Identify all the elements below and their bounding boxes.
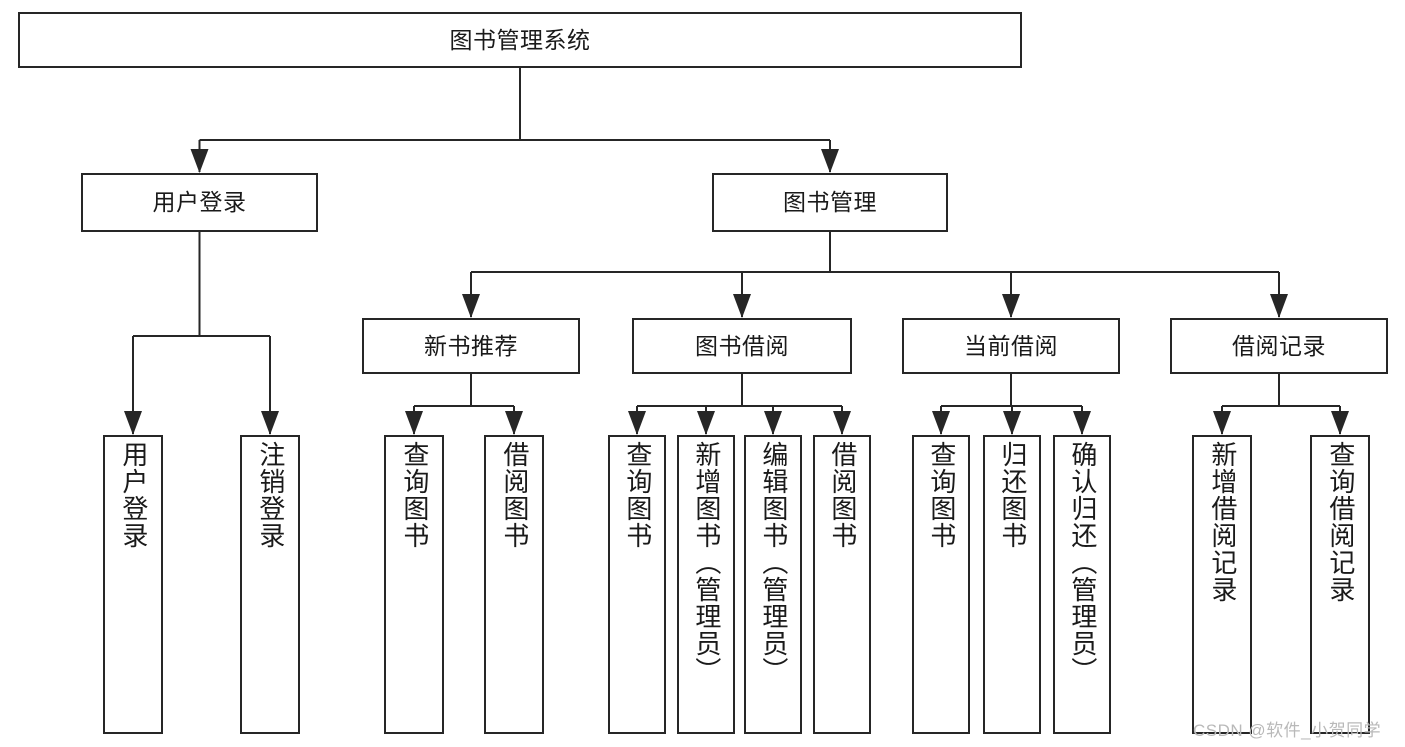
edge-arrowhead	[190, 149, 209, 173]
edge-arrowhead	[821, 149, 839, 173]
node-label: 图书借阅	[695, 332, 789, 359]
node-leaf-rec-search[interactable]: 查询借阅记录	[1310, 435, 1370, 734]
node-label: 查询借阅记录	[1325, 441, 1356, 603]
node-current-borrow[interactable]: 当前借阅	[902, 318, 1120, 374]
node-label: 借阅记录	[1232, 332, 1326, 359]
edge-arrowhead	[1073, 411, 1091, 435]
node-leaf-user-login[interactable]: 用户登录	[103, 435, 163, 734]
node-label: 注销登录	[255, 441, 286, 549]
node-leaf-rec-borrow[interactable]: 借阅图书	[484, 435, 544, 734]
node-leaf-borrow-edit[interactable]: 编辑图书（管理员）	[744, 435, 802, 734]
edge-arrowhead	[1213, 411, 1231, 435]
node-label: 用户登录	[118, 441, 149, 549]
edge-arrowhead	[1003, 411, 1021, 435]
node-label: 归还图书	[997, 441, 1028, 549]
node-label: 查询图书	[926, 441, 957, 549]
node-label: 新书推荐	[424, 332, 518, 359]
node-label: 当前借阅	[964, 332, 1058, 359]
node-leaf-cur-query[interactable]: 查询图书	[912, 435, 970, 734]
edge-arrowhead	[697, 411, 715, 435]
node-book-manage[interactable]: 图书管理	[712, 173, 948, 232]
edge-arrowhead	[733, 294, 751, 318]
node-label: 图书管理系统	[449, 26, 591, 53]
edge-arrowhead	[462, 294, 480, 318]
node-label: 新增借阅记录	[1207, 441, 1238, 603]
node-leaf-cur-confirm[interactable]: 确认归还（管理员）	[1053, 435, 1111, 734]
node-leaf-borrow-add[interactable]: 新增图书（管理员）	[677, 435, 735, 734]
edge-arrowhead	[505, 411, 523, 435]
node-label: 借阅图书	[827, 441, 858, 549]
node-label: 编辑图书（管理员）	[758, 441, 789, 684]
node-label: 图书管理	[783, 189, 877, 216]
node-leaf-cur-return[interactable]: 归还图书	[983, 435, 1041, 734]
node-leaf-rec-query[interactable]: 查询图书	[384, 435, 444, 734]
node-leaf-borrow-query[interactable]: 查询图书	[608, 435, 666, 734]
edge-arrowhead	[833, 411, 851, 435]
edge-arrowhead	[1002, 294, 1020, 318]
edge-arrowhead	[124, 411, 142, 435]
node-label: 借阅图书	[499, 441, 530, 549]
edge-arrowhead	[1331, 411, 1349, 435]
edge-arrowhead	[932, 411, 950, 435]
edge-arrowhead	[261, 411, 279, 435]
node-label: 新增图书（管理员）	[691, 441, 722, 684]
edge-arrowhead	[764, 411, 782, 435]
edge-arrowhead	[405, 411, 423, 435]
node-root[interactable]: 图书管理系统	[18, 12, 1022, 68]
node-leaf-user-logout[interactable]: 注销登录	[240, 435, 300, 734]
node-new-book-rec[interactable]: 新书推荐	[362, 318, 580, 374]
edge-arrowhead	[1270, 294, 1288, 318]
node-book-borrow[interactable]: 图书借阅	[632, 318, 852, 374]
node-label: 查询图书	[622, 441, 653, 549]
node-label: 用户登录	[152, 189, 247, 216]
node-borrow-record[interactable]: 借阅记录	[1170, 318, 1388, 374]
node-user-login[interactable]: 用户登录	[81, 173, 318, 232]
node-leaf-rec-add[interactable]: 新增借阅记录	[1192, 435, 1252, 734]
node-label: 确认归还（管理员）	[1067, 441, 1098, 684]
edge-arrowhead	[628, 411, 646, 435]
node-label: 查询图书	[399, 441, 430, 549]
node-leaf-borrow-lend[interactable]: 借阅图书	[813, 435, 871, 734]
